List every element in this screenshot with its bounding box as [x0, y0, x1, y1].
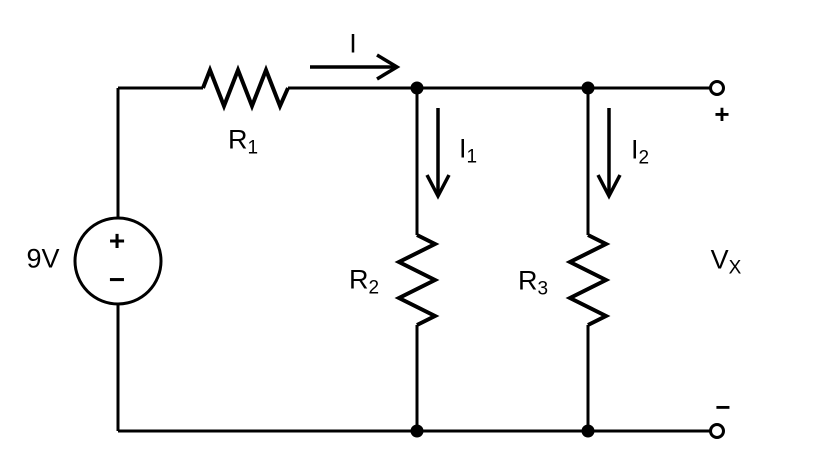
current-i-label: I: [349, 28, 357, 59]
resistor-r3: [565, 233, 611, 327]
output-plus-sign: +: [714, 99, 730, 129]
current-arrow-i: [310, 53, 401, 81]
node-dot-top-left: [410, 81, 424, 95]
resistor-r2-label: R2: [348, 264, 380, 299]
current-i1-label: I1: [458, 133, 478, 168]
terminal-negative: [709, 423, 725, 439]
current-arrow-i2: [596, 108, 622, 200]
output-voltage-vx-label: VX: [710, 244, 742, 279]
resistor-r1: [201, 64, 290, 112]
current-arrow-i1: [425, 108, 451, 200]
resistor-r2: [394, 233, 440, 327]
source-value-label: 9V: [26, 243, 60, 274]
source-minus-sign: −: [108, 264, 126, 295]
source-plus-sign: +: [108, 225, 126, 256]
current-i2-label: I2: [630, 134, 650, 169]
output-minus-sign: −: [715, 392, 731, 422]
resistor-r3-label: R3: [517, 265, 549, 300]
node-dot-top-right: [581, 81, 595, 95]
resistor-r1-label: R1: [227, 124, 259, 159]
node-dot-bottom-right: [581, 424, 595, 438]
node-dot-bottom-left: [410, 424, 424, 438]
terminal-positive: [709, 80, 725, 96]
voltage-source-circle: [73, 216, 163, 306]
